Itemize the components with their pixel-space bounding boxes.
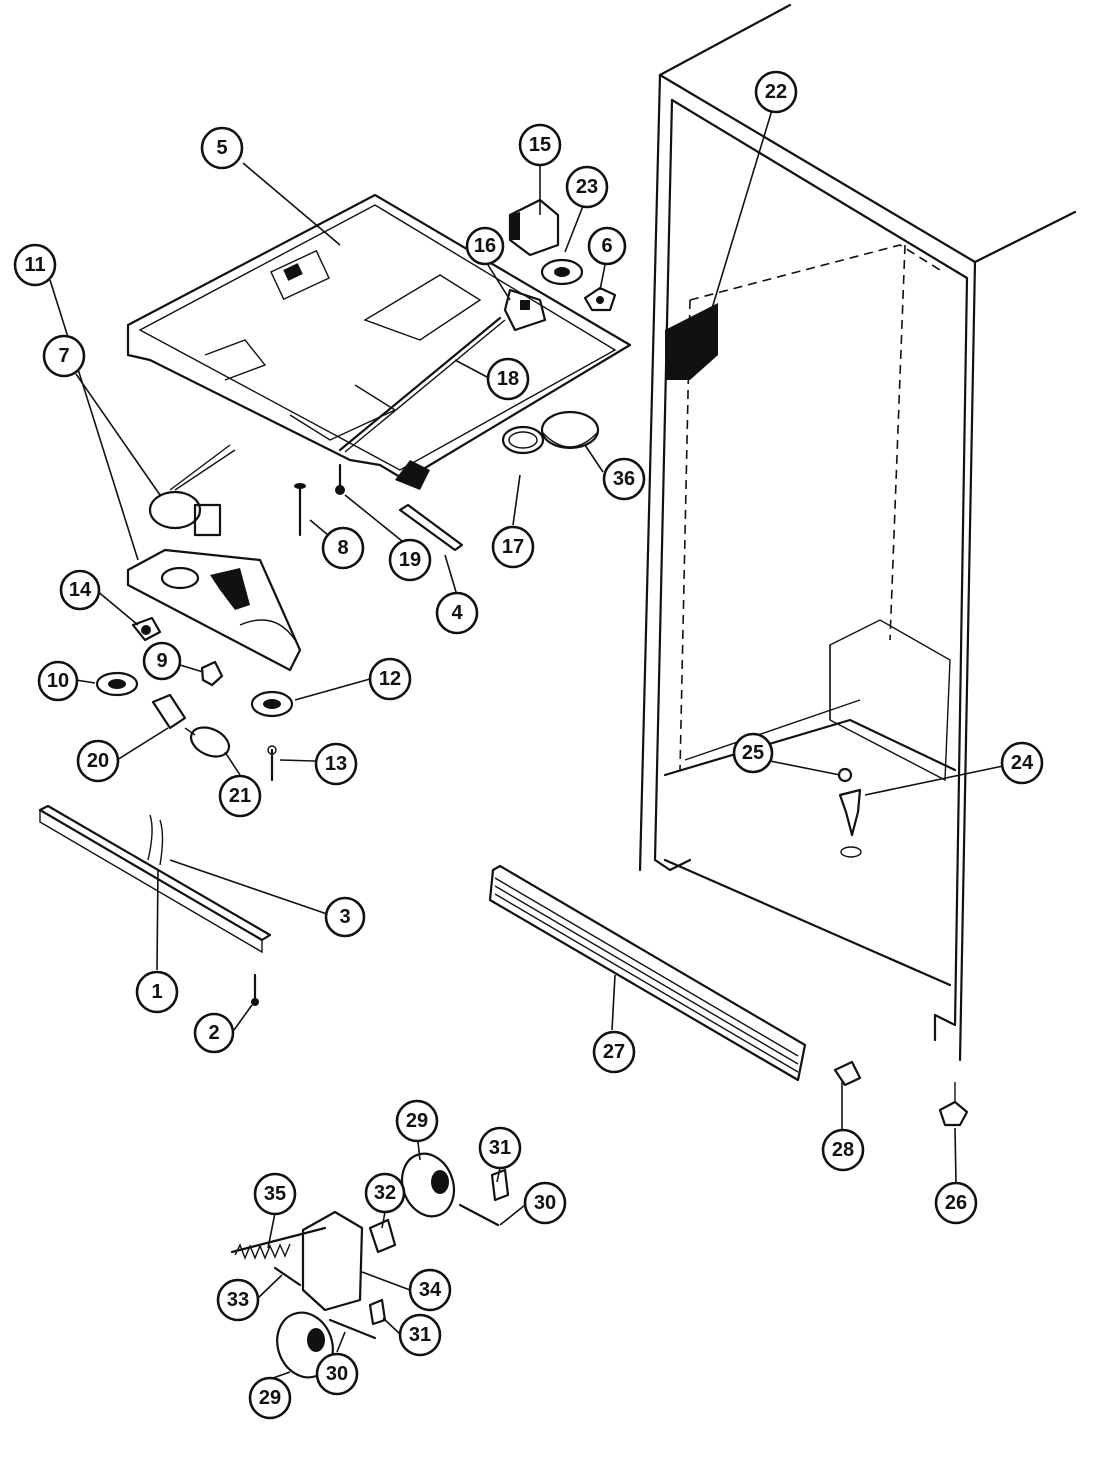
callout-label: 36 xyxy=(613,468,635,490)
callout-label: 35 xyxy=(264,1183,286,1205)
callout-36: 36 xyxy=(602,457,646,501)
gasket-22 xyxy=(665,303,718,380)
callout-label: 29 xyxy=(259,1387,281,1409)
callout-label: 19 xyxy=(399,549,421,571)
callout-26: 26 xyxy=(934,1181,978,1225)
callout-label: 26 xyxy=(945,1192,967,1214)
callout-20: 20 xyxy=(76,739,120,783)
callout-label: 27 xyxy=(603,1041,625,1063)
callout-28: 28 xyxy=(821,1128,865,1172)
callout-label: 12 xyxy=(379,668,401,690)
callout-label: 30 xyxy=(534,1192,556,1214)
callout-label: 33 xyxy=(227,1289,249,1311)
top-cover-5 xyxy=(126,193,632,490)
callout-30-bottom: 30 xyxy=(315,1352,359,1396)
callout-5: 5 xyxy=(200,126,244,170)
callout-label: 34 xyxy=(419,1279,442,1301)
leader-lines xyxy=(49,109,1004,1379)
callout-12: 12 xyxy=(368,657,412,701)
callout-label: 22 xyxy=(765,81,787,103)
callout-label: 5 xyxy=(216,137,227,159)
callout-22: 22 xyxy=(754,70,798,114)
callout-label: 16 xyxy=(474,235,496,257)
callout-label: 28 xyxy=(832,1139,854,1161)
callout-1: 1 xyxy=(135,970,179,1014)
parts xyxy=(38,198,969,1379)
callout-24: 24 xyxy=(1000,741,1044,785)
callout-label: 18 xyxy=(497,368,519,390)
callout-10: 10 xyxy=(37,660,79,702)
callout-4: 4 xyxy=(435,591,479,635)
callout-33: 33 xyxy=(216,1278,260,1322)
callout-7: 7 xyxy=(42,334,86,378)
callout-14: 14 xyxy=(59,569,101,611)
callout-31-top: 31 xyxy=(478,1126,522,1170)
callout-17: 17 xyxy=(491,525,535,569)
callout-label: 20 xyxy=(87,750,109,772)
callout-label: 1 xyxy=(151,981,162,1003)
callout-8: 8 xyxy=(321,526,365,570)
callout-18: 18 xyxy=(486,357,530,401)
callout-label: 9 xyxy=(156,650,167,672)
callout-label: 2 xyxy=(208,1022,219,1044)
callout-label: 7 xyxy=(58,345,69,367)
refrigerator-cabinet xyxy=(638,3,1077,1062)
callout-13: 13 xyxy=(314,742,358,786)
callout-29-top: 29 xyxy=(395,1099,439,1143)
callout-27: 27 xyxy=(592,1030,636,1074)
part-callouts: 1 2 3 4 5 6 7 8 9 10 11 12 13 14 15 16 1… xyxy=(13,70,1044,1420)
callout-label: 23 xyxy=(576,176,598,198)
callout-label: 8 xyxy=(337,537,348,559)
callout-29-bottom: 29 xyxy=(248,1376,292,1420)
callout-label: 3 xyxy=(339,906,350,928)
callout-35: 35 xyxy=(253,1172,297,1216)
callout-34: 34 xyxy=(408,1268,452,1312)
callout-label: 11 xyxy=(24,254,45,276)
callout-2: 2 xyxy=(193,1012,235,1054)
callout-15: 15 xyxy=(518,123,562,167)
callout-19: 19 xyxy=(388,538,432,582)
callout-21: 21 xyxy=(218,774,262,818)
callout-16: 16 xyxy=(465,226,505,266)
callout-30-top: 30 xyxy=(523,1181,567,1225)
callout-3: 3 xyxy=(324,896,366,938)
callout-6: 6 xyxy=(587,226,627,266)
callout-label: 21 xyxy=(229,785,251,807)
callout-label: 31 xyxy=(409,1324,431,1346)
callout-32: 32 xyxy=(364,1172,406,1214)
callout-label: 13 xyxy=(325,753,347,775)
callout-label: 14 xyxy=(69,579,92,601)
callout-label: 31 xyxy=(489,1137,511,1159)
callout-9: 9 xyxy=(142,641,182,681)
callout-11: 11 xyxy=(13,243,57,287)
callout-label: 6 xyxy=(601,235,612,257)
callout-label: 29 xyxy=(406,1110,428,1132)
callout-25: 25 xyxy=(732,732,774,774)
callout-label: 10 xyxy=(47,670,69,692)
callout-label: 24 xyxy=(1011,752,1034,774)
callout-label: 32 xyxy=(374,1182,396,1204)
callout-23: 23 xyxy=(565,165,609,209)
callout-label: 15 xyxy=(529,134,551,156)
callout-31-bottom: 31 xyxy=(398,1313,442,1357)
callout-label: 17 xyxy=(502,536,524,558)
callout-label: 4 xyxy=(451,602,463,624)
callout-label: 30 xyxy=(326,1363,348,1385)
callout-label: 25 xyxy=(742,742,764,764)
